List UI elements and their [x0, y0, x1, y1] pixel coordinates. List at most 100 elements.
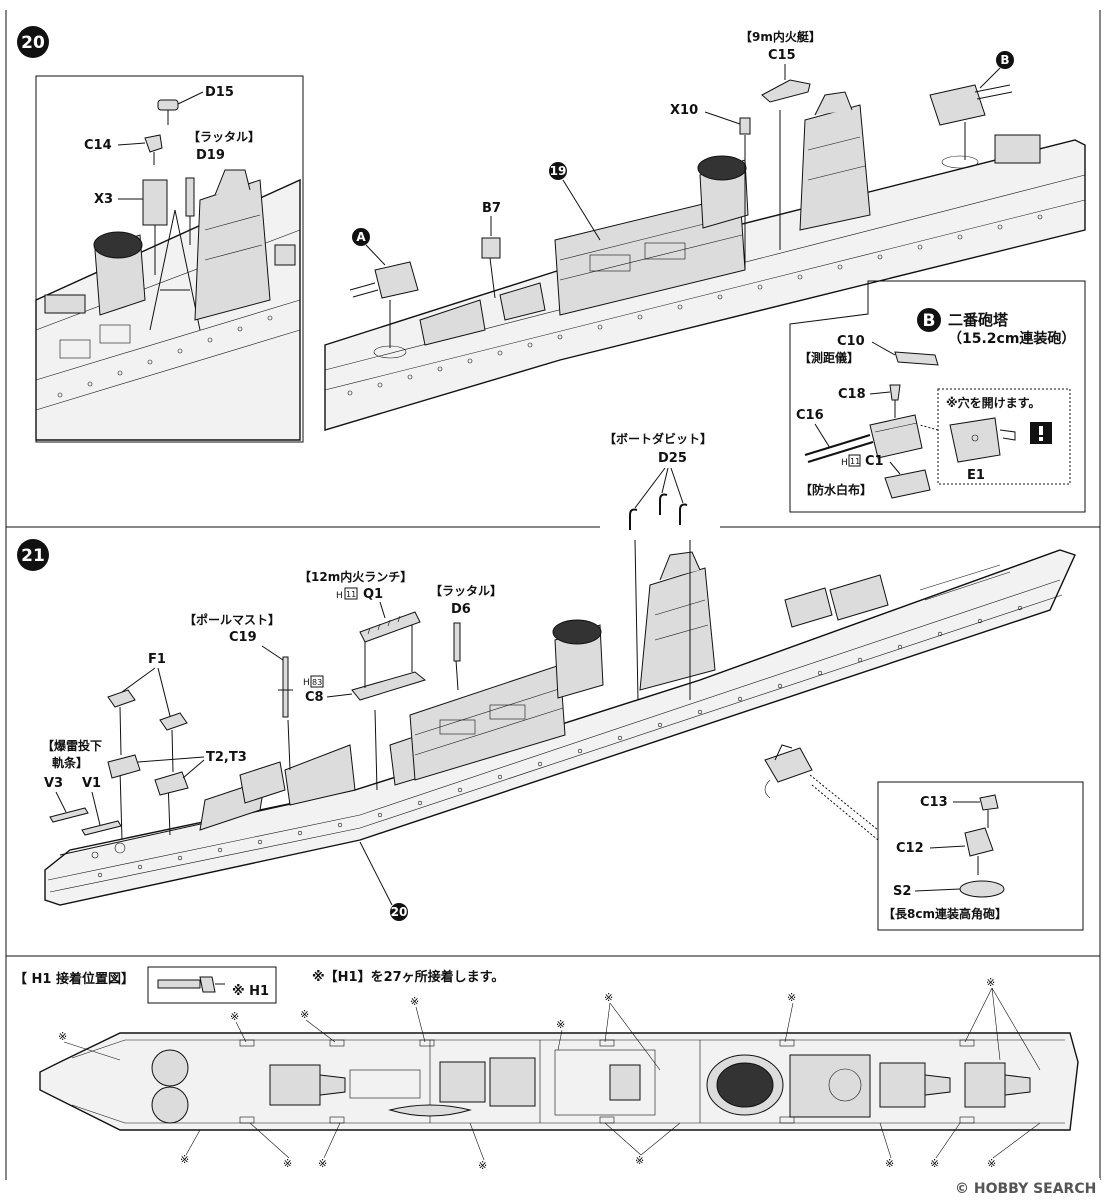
part-v3 [49, 807, 89, 823]
label-c16: C16 [796, 408, 824, 423]
part-c14 [144, 134, 163, 165]
turret-b-on-ship [929, 84, 1013, 126]
part-t2-t3 [107, 754, 189, 796]
marker-b: B [996, 51, 1014, 69]
drill-note: ※穴を開けます。 [946, 395, 1040, 410]
svg-text:B: B [1000, 53, 1009, 67]
part-c1 [884, 469, 931, 499]
part-s2 [959, 880, 1005, 898]
label-c1: C1 [865, 454, 884, 469]
part-c10 [894, 351, 939, 366]
h11-value-b: 11 [850, 457, 860, 466]
label-depth-charge-1: 【爆雷投下 [42, 738, 102, 753]
label-d25: D25 [658, 451, 687, 466]
h1-legend-box [147, 966, 277, 1004]
svg-text:B: B [923, 311, 936, 331]
h1-note: ※【H1】を27ヶ所接着します。 [312, 969, 504, 985]
label-c8: C8 [305, 690, 324, 705]
aa-gun-on-ship [764, 744, 813, 799]
label-c14: C14 [84, 138, 112, 153]
step-21-main-hull [44, 539, 1076, 906]
part-d19 [185, 177, 195, 245]
svg-text:※: ※ [635, 1154, 644, 1167]
label-c10: C10 [837, 334, 865, 349]
part-c19 [278, 656, 293, 718]
ref-step-19: 19 [549, 162, 567, 180]
part-c12 [964, 827, 994, 875]
part-x10 [739, 117, 751, 135]
label-c19: C19 [229, 630, 257, 645]
svg-text:※: ※ [318, 1157, 327, 1170]
part-e1 [949, 417, 1016, 463]
part-c15 [761, 64, 811, 103]
label-v1: V1 [82, 776, 101, 791]
svg-text:※: ※ [230, 1010, 239, 1023]
part-f1 [107, 689, 188, 773]
svg-text:※: ※ [283, 1157, 292, 1170]
svg-text:※: ※ [604, 991, 613, 1004]
label-c12: C12 [896, 841, 924, 856]
svg-text:19: 19 [550, 164, 567, 178]
drill-icon [1030, 422, 1052, 444]
svg-text:※: ※ [987, 1157, 996, 1170]
part-c8 [351, 625, 427, 701]
turret-b-title: 二番砲塔 [948, 311, 1009, 329]
label-c13: C13 [920, 795, 948, 810]
label-boat-bracket: 【9m内火艇】 [740, 29, 821, 44]
svg-text:© HOBBY SEARCH: © HOBBY SEARCH [955, 1181, 1096, 1197]
step-20-detail-inset [35, 75, 304, 443]
part-c16 [804, 434, 874, 463]
label-depth-charge-2: 軌条】 [52, 755, 88, 770]
h1-legend-label: ※ H1 [232, 984, 269, 999]
svg-text:20: 20 [21, 33, 45, 53]
label-blast-bag: 【防水白布】 [800, 482, 872, 497]
svg-text:※: ※ [930, 1157, 939, 1170]
marker-a: A [352, 228, 370, 246]
h11-value-q1: 11 [346, 590, 356, 599]
label-launch-bracket: 【12m内火ランチ】 [299, 569, 412, 584]
label-davit-bracket: 【ボートダビット】 [604, 431, 712, 446]
svg-text:※: ※ [180, 1153, 189, 1166]
h1-markers-bottom: ※ ※ ※ ※ ※ ※ ※ ※ [180, 1153, 996, 1172]
step-20-number: 20 [17, 26, 49, 58]
label-ladder-bracket-21: 【ラッタル】 [430, 583, 502, 598]
label-x10: X10 [670, 103, 698, 118]
svg-text:※: ※ [787, 991, 796, 1004]
step-20-main-hull [324, 91, 1086, 431]
part-v1 [81, 820, 122, 836]
svg-text:21: 21 [21, 546, 45, 566]
h-prefix-b: H [841, 458, 848, 468]
h83-box [310, 675, 324, 688]
watermark: © HOBBY SEARCH [950, 1178, 1100, 1198]
label-rangefinder: 【測距儀】 [799, 350, 859, 365]
part-d6 [453, 622, 461, 662]
h1-markers-top: ※ ※ ※ ※ ※ ※ ※ ※ [58, 976, 995, 1043]
svg-text:※: ※ [885, 1157, 894, 1170]
svg-text:※: ※ [300, 1008, 309, 1021]
label-d15: D15 [205, 85, 234, 100]
label-d19: D19 [196, 148, 225, 163]
drill-note-box [919, 388, 1071, 485]
plan-view-hull [39, 1032, 1079, 1131]
turret-b-subtitle: （15.2cm連装砲） [948, 330, 1075, 347]
ref-step-20: 20 [390, 903, 408, 921]
svg-text:※: ※ [556, 1018, 565, 1031]
svg-text:※: ※ [58, 1030, 67, 1043]
label-e1: E1 [967, 468, 985, 483]
aa-gun-title: 【長8cm連装高角砲】 [883, 906, 1007, 921]
h11-box-b [848, 454, 861, 467]
svg-text:※: ※ [410, 995, 419, 1008]
label-ladder-bracket-20: 【ラッタル】 [188, 129, 260, 144]
svg-text:A: A [356, 230, 366, 244]
part-d15 [157, 99, 179, 125]
turret-b-inset [789, 280, 1086, 513]
label-b7: B7 [482, 201, 501, 216]
svg-text:※: ※ [478, 1159, 487, 1172]
h-prefix-q1: H [336, 591, 343, 601]
h83-value: 83 [312, 678, 322, 687]
h1-section-title: 【 H1 接着位置図】 [14, 971, 134, 987]
part-b7 [481, 237, 501, 259]
label-t2-t3: T2,T3 [206, 750, 247, 765]
part-turret-b-body [869, 414, 923, 459]
